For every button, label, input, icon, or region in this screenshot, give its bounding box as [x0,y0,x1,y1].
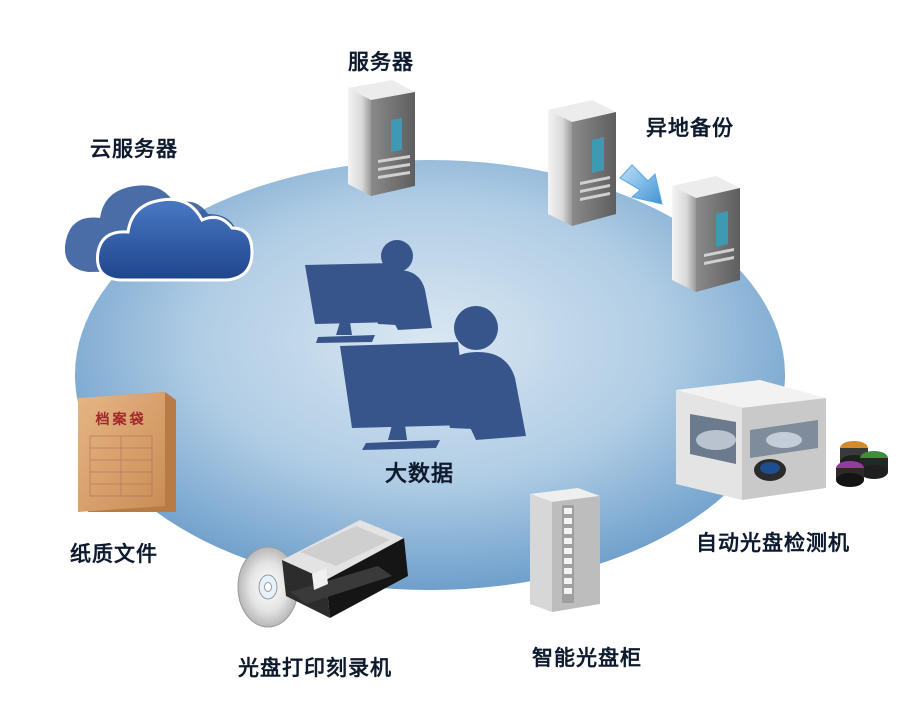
archive-bag-icon: 档案袋 [78,392,176,512]
people-at-computers-icon [305,240,526,450]
smart-cabinet-label: 智能光盘柜 [532,646,642,670]
disc-inspector-icon [676,380,888,500]
disc-cabinet-icon [530,488,600,612]
server-tower-icon [348,80,415,196]
archive-bag-text: 档案袋 [96,411,147,428]
disc-spindles-icon [836,441,888,487]
big-data-label: 大数据 [385,462,455,487]
cloud-icon [64,185,254,282]
backup-source-server-icon [548,100,616,226]
server-transfer-icon [548,100,740,292]
auto-inspector-label: 自动光盘检测机 [696,531,850,555]
offsite-backup-label: 异地备份 [646,116,734,140]
backup-target-server-icon [672,176,740,292]
transfer-arrow-icon [619,164,663,205]
cloud-server-label: 云服务器 [90,137,178,161]
server-label: 服务器 [348,50,414,74]
disc-printer-label: 光盘打印刻录机 [238,656,392,680]
disc-printer-icon [237,520,408,628]
paper-files-label: 纸质文件 [70,542,158,566]
